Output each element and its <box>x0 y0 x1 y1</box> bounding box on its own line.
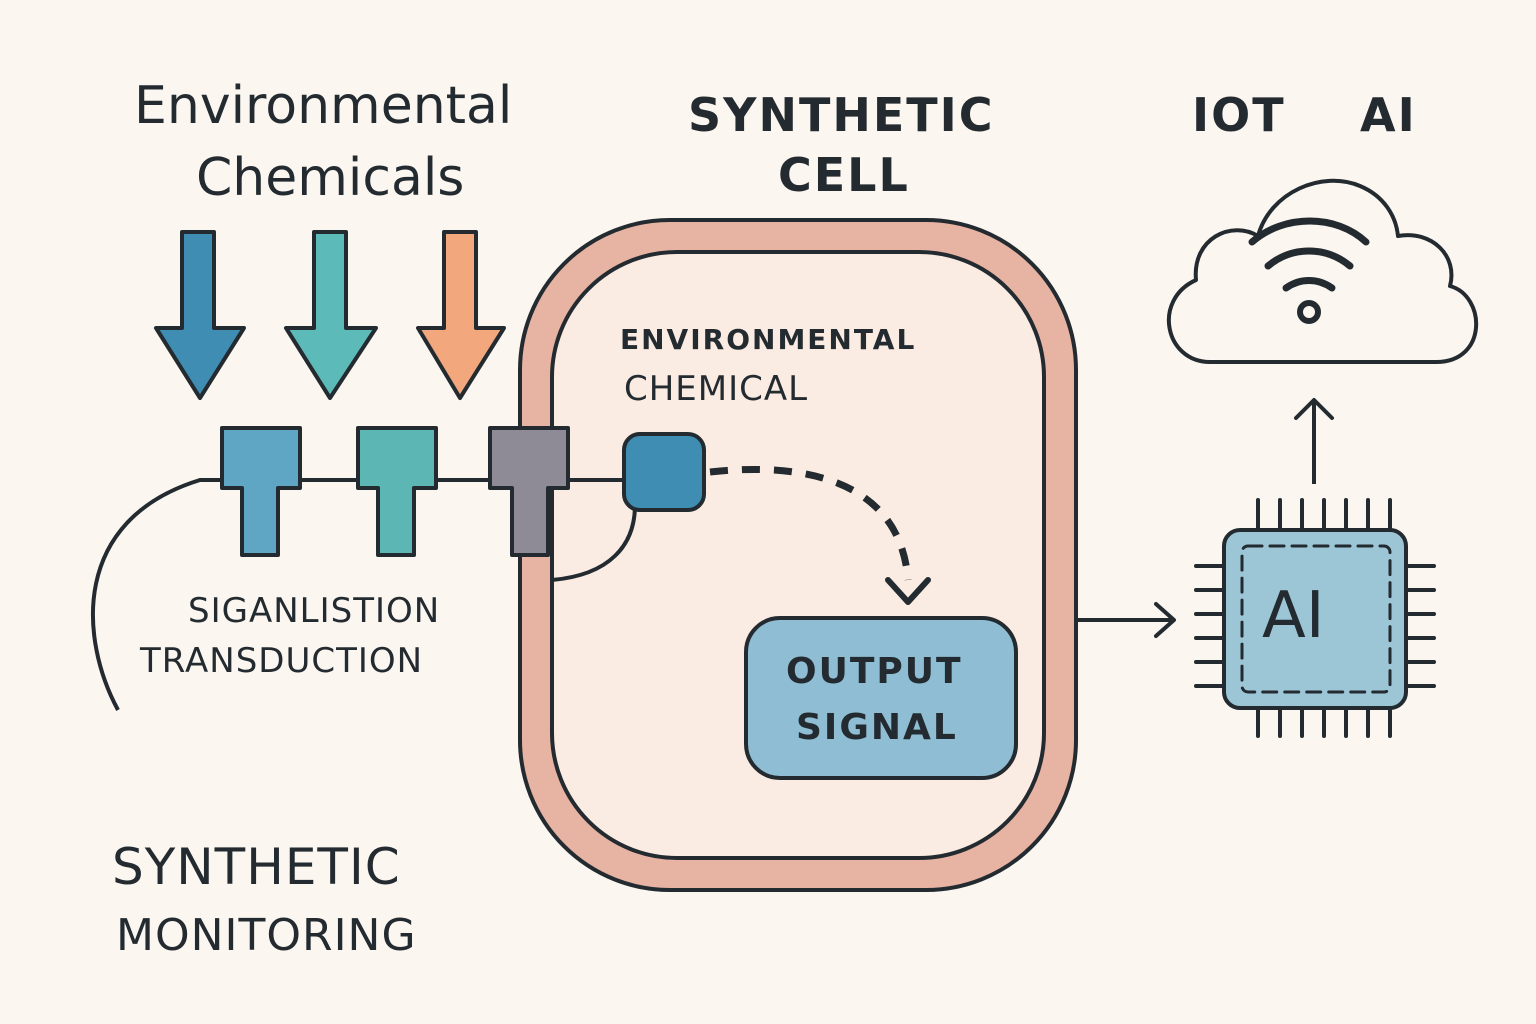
down-arrow-icon <box>154 230 246 400</box>
up-arrow-icon <box>1294 398 1334 484</box>
output-signal-box <box>744 616 1018 780</box>
chip-label: AI <box>1262 579 1325 653</box>
wifi-icon <box>1248 217 1370 324</box>
down-arrow-icon <box>416 230 506 400</box>
synthetic-monitoring-line1: SYNTHETIC <box>112 838 401 896</box>
chemical-molecule <box>622 432 706 512</box>
dashed-arrow-head <box>885 577 931 605</box>
right-arrow-icon <box>1074 602 1176 638</box>
signal-transduction-label-line2: TRANSDUCTION <box>140 641 424 681</box>
signal-transduction-label-line1: SIGANLISTION <box>188 591 441 631</box>
membrane-curve <box>551 504 637 582</box>
inner-chemical-label-line1: ENVIRONMENTAL <box>620 323 917 356</box>
env-chemicals-title-line2: Chemicals <box>196 148 465 208</box>
synthetic-cell-title-line1: SYNTHETIC <box>688 88 995 142</box>
synthetic-monitoring-line2: MONITORING <box>116 910 417 961</box>
down-arrow-icon <box>284 230 378 400</box>
dashed-signal-arrow <box>709 465 912 581</box>
output-signal-label-line1: OUTPUT <box>786 651 963 692</box>
inner-chemical-label-line2: CHEMICAL <box>624 369 809 409</box>
iot-label: IOT <box>1192 88 1286 142</box>
signal-membrane-line <box>91 478 640 711</box>
synthetic-cell-title-line2: CELL <box>778 148 910 202</box>
synthetic-cell <box>518 218 1078 892</box>
env-chemicals-title-line1: Environmental <box>134 76 513 136</box>
ai-top-label: AI <box>1360 88 1417 142</box>
output-signal-label-line2: SIGNAL <box>796 707 958 748</box>
receptor-icon <box>488 426 570 557</box>
chip-icon <box>1194 498 1436 738</box>
receptor-icon <box>220 426 302 557</box>
receptor-icon <box>356 426 438 557</box>
cloud-icon <box>1167 178 1479 364</box>
